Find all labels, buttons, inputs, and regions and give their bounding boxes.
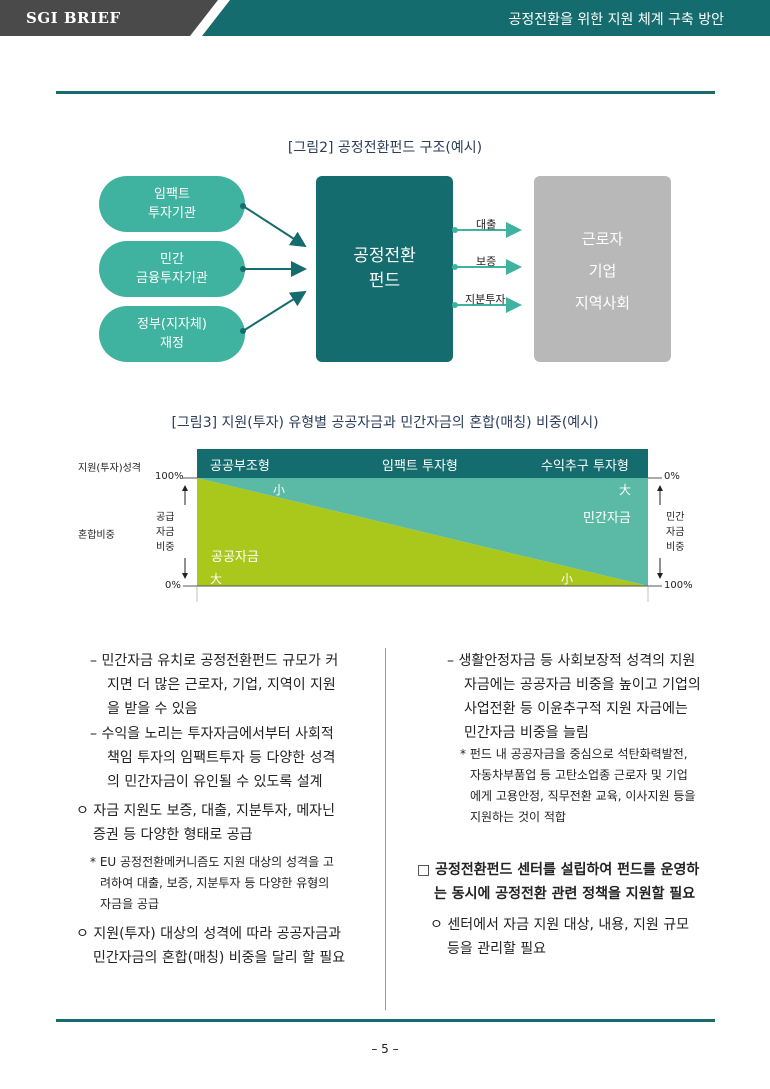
- right-axis-bottom: 100%: [664, 580, 693, 591]
- figure2-arrows: [240, 203, 522, 334]
- source-line: 임팩트: [154, 186, 190, 202]
- figure2-caption: [그림2] 공정전환펀드 구조(예시): [287, 140, 483, 156]
- recipient-companies: 기업: [588, 262, 617, 280]
- right-axis-top: 0%: [664, 471, 680, 482]
- left-axis-label: 공급 자금 비중: [156, 510, 174, 555]
- left-axis-label-line: 비중: [156, 542, 175, 553]
- source-arrows: [240, 203, 307, 334]
- private-small-marker: 小: [273, 483, 286, 497]
- private-large-marker: 大: [619, 483, 632, 497]
- channel-arrows: [452, 222, 522, 313]
- right-axis-label-line: 민간: [666, 512, 685, 523]
- text-line: ㅇ 자금 지원도 보증, 대출, 지분투자, 메자닌: [76, 803, 336, 819]
- text-line: 을 받을 수 있음: [107, 701, 198, 717]
- source-line: 금융투자기관: [136, 271, 208, 286]
- column-divider: [385, 648, 386, 1010]
- text-line: 책임 투자의 임팩트투자 등 다양한 성격: [107, 750, 336, 766]
- channel-loan: 대출: [476, 218, 497, 231]
- public-small-marker: 小: [561, 572, 574, 586]
- source-government: 정부(지자체) 재정: [99, 306, 245, 362]
- recipient-regions: 지역사회: [574, 294, 631, 312]
- text-line: 려하여 대출, 보증, 지분투자 등 다양한 유형의: [100, 876, 330, 890]
- text-line: 지면 더 많은 근로자, 기업, 지역이 지원: [107, 677, 336, 693]
- right-box-1: □ 공정전환펀드 센터를 설립하여 펀드를 운영하 는 동시에 공정전환 관련 …: [417, 858, 737, 906]
- text-line: ㅇ 센터에서 자금 지원 대상, 내용, 지원 규모: [430, 917, 690, 933]
- public-funds-label: 공공자금: [211, 550, 259, 565]
- text-line: 증권 등 다양한 형태로 공급: [93, 827, 253, 843]
- text-line: 지원하는 것이 적합: [470, 810, 566, 824]
- row-label-mix: 혼합비중: [78, 530, 115, 541]
- type-profit-investment: 수익추구 투자형: [541, 459, 629, 474]
- text-line: 민간자금의 혼합(매칭) 비중을 달리 할 필요: [93, 950, 346, 966]
- page-number: – 5 –: [371, 1042, 399, 1056]
- header-brand-block: [0, 0, 230, 36]
- text-line: 민간자금 비중을 늘림: [464, 725, 589, 741]
- text-line: – 수익을 노리는 투자자금에서부터 사회적: [90, 726, 334, 742]
- text-line: 의 민간자금이 유인될 수 있도록 설계: [107, 774, 323, 790]
- text-line: 는 동시에 공정전환 관련 정책을 지원할 필요: [434, 886, 696, 902]
- source-line: 민간: [160, 251, 184, 267]
- public-area: [197, 478, 648, 586]
- bottom-rule: [56, 1019, 715, 1022]
- text-line: 자금에는 공공자금 비중을 높이고 기업의: [464, 677, 701, 693]
- source-line: 정부(지자체): [137, 316, 207, 332]
- right-axis-label: 민간 자금 비중: [666, 510, 684, 555]
- text-line: □ 공정전환펀드 센터를 설립하여 펀드를 운영하: [417, 862, 700, 878]
- fund-line: 펀드: [368, 271, 401, 291]
- text-line: * 펀드 내 공공자금을 중심으로 석탄화력발전,: [460, 747, 688, 761]
- text-line: 등을 관리할 필요: [447, 941, 547, 957]
- text-line: – 민간자금 유치로 공정전환펀드 규모가 커: [90, 653, 339, 669]
- header-brand: SGI BRIEF: [26, 9, 121, 27]
- left-dash-2: – 수익을 노리는 투자자금에서부터 사회적 책임 투자의 임팩트투자 등 다양…: [90, 722, 380, 794]
- text-line: 자금을 공급: [100, 897, 160, 911]
- type-public-assistance: 공공부조형: [210, 459, 270, 474]
- type-impact-investment: 임팩트 투자형: [382, 459, 458, 474]
- left-axis-label-line: 자금: [156, 527, 175, 538]
- text-line: 에게 고용안정, 직무전환 교육, 이사지원 등을: [470, 789, 696, 803]
- text-line: – 생활안정자금 등 사회보장적 성격의 지원: [447, 653, 696, 669]
- top-rule: [56, 91, 715, 94]
- left-axis-bottom: 0%: [165, 580, 181, 591]
- figure3-mix-chart: [182, 477, 663, 602]
- text-line: * EU 공정전환메커니즘도 지원 대상의 성격을 고: [90, 855, 334, 869]
- left-axis-top: 100%: [155, 471, 184, 482]
- channel-guarantee: 보증: [476, 255, 497, 268]
- text-line: ㅇ 지원(투자) 대상의 성격에 따라 공공자금과: [76, 926, 342, 942]
- left-circle-1: ㅇ 자금 지원도 보증, 대출, 지분투자, 메자닌 증권 등 다양한 형태로 …: [76, 799, 376, 847]
- right-circle-1: ㅇ 센터에서 자금 지원 대상, 내용, 지원 규모 등을 관리할 필요: [430, 913, 730, 961]
- right-dash-1: – 생활안정자금 등 사회보장적 성격의 지원 자금에는 공공자금 비중을 높이…: [447, 649, 737, 745]
- channel-equity: 지분투자: [465, 293, 506, 306]
- left-axis-label-line: 공급: [156, 512, 175, 523]
- left-dash-1: – 민간자금 유치로 공정전환펀드 규모가 커 지면 더 많은 근로자, 기업,…: [90, 649, 380, 721]
- left-circle-2: ㅇ 지원(투자) 대상의 성격에 따라 공공자금과 민간자금의 혼합(매칭) 비…: [76, 922, 376, 970]
- right-axis-label-line: 자금: [666, 527, 685, 538]
- left-note-1: * EU 공정전환메커니즘도 지원 대상의 성격을 고 려하여 대출, 보증, …: [90, 852, 380, 915]
- source-line: 투자기관: [148, 206, 196, 221]
- public-large-marker: 大: [210, 572, 223, 586]
- figure3-caption: [그림3] 지원(투자) 유형별 공공자금과 민간자금의 혼합(매칭) 비중(예…: [171, 415, 599, 431]
- text-line: 사업전환 등 이윤추구적 지원 자금에는: [464, 701, 688, 717]
- right-note-1: * 펀드 내 공공자금을 중심으로 석탄화력발전, 자동차부품업 등 고탄소업종…: [460, 744, 740, 828]
- recipients-box: 근로자 기업 지역사회: [534, 176, 671, 362]
- right-axis-label-line: 비중: [666, 542, 685, 553]
- source-line: 재정: [160, 336, 184, 351]
- text-line: 자동차부품업 등 고탄소업종 근로자 및 기업: [470, 768, 688, 782]
- row-label-type: 지원(투자)성격: [78, 463, 142, 474]
- header-title: 공정전환을 위한 지원 체계 구축 방안: [508, 12, 724, 28]
- private-funds-label: 민간자금: [583, 511, 631, 526]
- fund-line: 공정전환: [353, 245, 416, 266]
- recipient-workers: 근로자: [581, 230, 624, 248]
- type-band: [197, 449, 648, 478]
